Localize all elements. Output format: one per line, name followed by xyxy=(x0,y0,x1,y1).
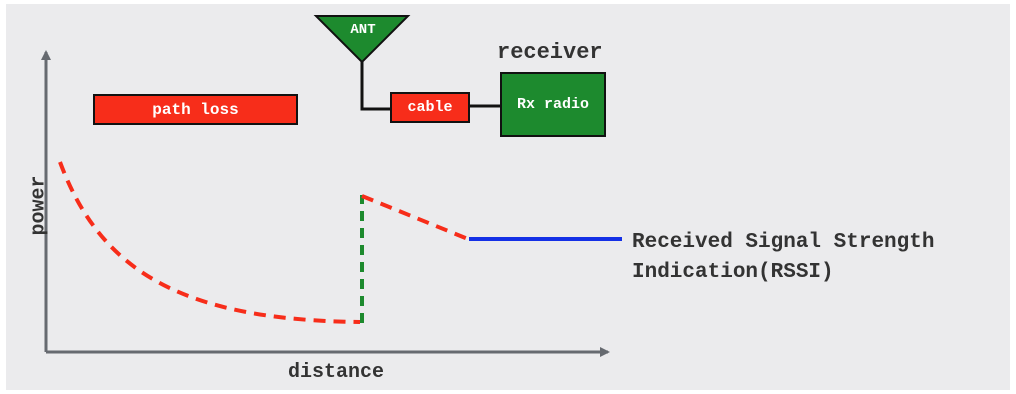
slide-canvas xyxy=(6,4,1010,390)
antenna-label: ANT xyxy=(350,22,376,38)
rssi-label-line-1: Received Signal Strength xyxy=(632,231,935,254)
cable-loss-line xyxy=(361,194,469,241)
path-loss-label: path loss xyxy=(152,100,239,119)
path-loss-box: path loss xyxy=(93,94,298,125)
rssi-label: Received Signal Strength Indication(RSSI… xyxy=(632,228,934,288)
y-axis-label: power xyxy=(27,175,51,236)
antenna-icon xyxy=(313,15,411,64)
cable-box: cable xyxy=(390,92,470,123)
path-loss-curve xyxy=(58,161,361,324)
antenna-feed-wire xyxy=(360,62,392,111)
rssi-label-line-2: Indication(RSSI) xyxy=(632,261,834,284)
rx-radio-box: Rx radio xyxy=(500,72,606,137)
receiver-title: receiver xyxy=(497,40,603,65)
rx-radio-label: Rx radio xyxy=(516,96,589,113)
cable-label: cable xyxy=(407,99,453,116)
x-axis-label: distance xyxy=(288,361,385,384)
